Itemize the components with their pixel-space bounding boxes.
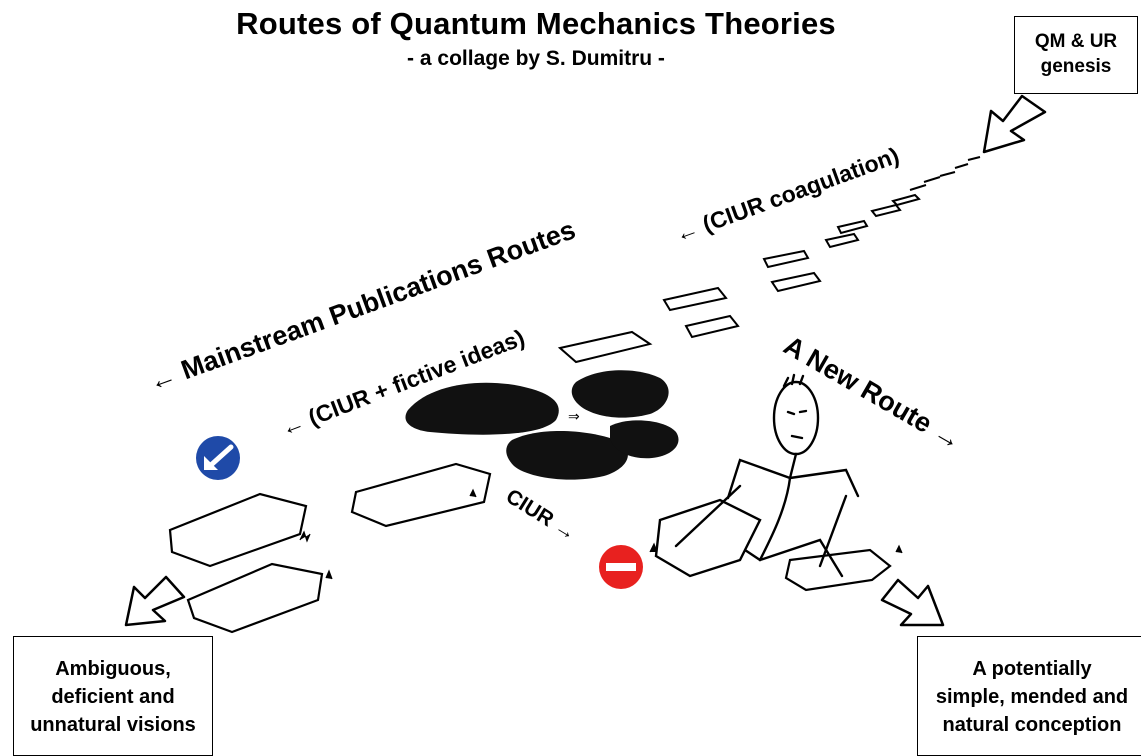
left-outcome-arrow-icon bbox=[124, 575, 186, 627]
grass-marks-icon bbox=[299, 488, 903, 580]
right-box-line-1: A potentially bbox=[972, 658, 1092, 680]
natural-conception-box: A potentially simple, mended and natural… bbox=[917, 636, 1141, 756]
genesis-arrow-icon bbox=[982, 94, 1047, 154]
left-box-line-2: deficient and bbox=[51, 686, 175, 708]
scribbled-patches-icon bbox=[405, 370, 679, 480]
blue-keep-left-sign-icon bbox=[196, 436, 240, 480]
seated-man-figure-icon bbox=[654, 373, 860, 578]
diagram-subtitle: - a collage by S. Dumitru - bbox=[407, 47, 665, 70]
qm-box-line-1: QM & UR bbox=[1034, 31, 1118, 52]
unnatural-visions-box: Ambiguous, deficient and unnatural visio… bbox=[13, 636, 213, 756]
left-box-line-3: unnatural visions bbox=[30, 714, 196, 736]
left-box-line-1: Ambiguous, bbox=[55, 658, 171, 680]
right-box-line-3: natural conception bbox=[942, 714, 1122, 736]
paving-stones-icon bbox=[168, 462, 892, 634]
diagram-title: Routes of Quantum Mechanics Theories bbox=[236, 6, 836, 41]
double-arrow-icon: ⇒ bbox=[568, 408, 580, 424]
right-outcome-arrow-icon bbox=[880, 578, 945, 627]
red-no-entry-sign-icon bbox=[599, 545, 643, 589]
qm-box-line-2: genesis bbox=[1040, 56, 1112, 77]
right-box-line-2: simple, mended and bbox=[935, 686, 1129, 708]
qm-ur-genesis-box: QM & UR genesis bbox=[1014, 16, 1138, 94]
footprints-trail-icon bbox=[557, 156, 981, 364]
